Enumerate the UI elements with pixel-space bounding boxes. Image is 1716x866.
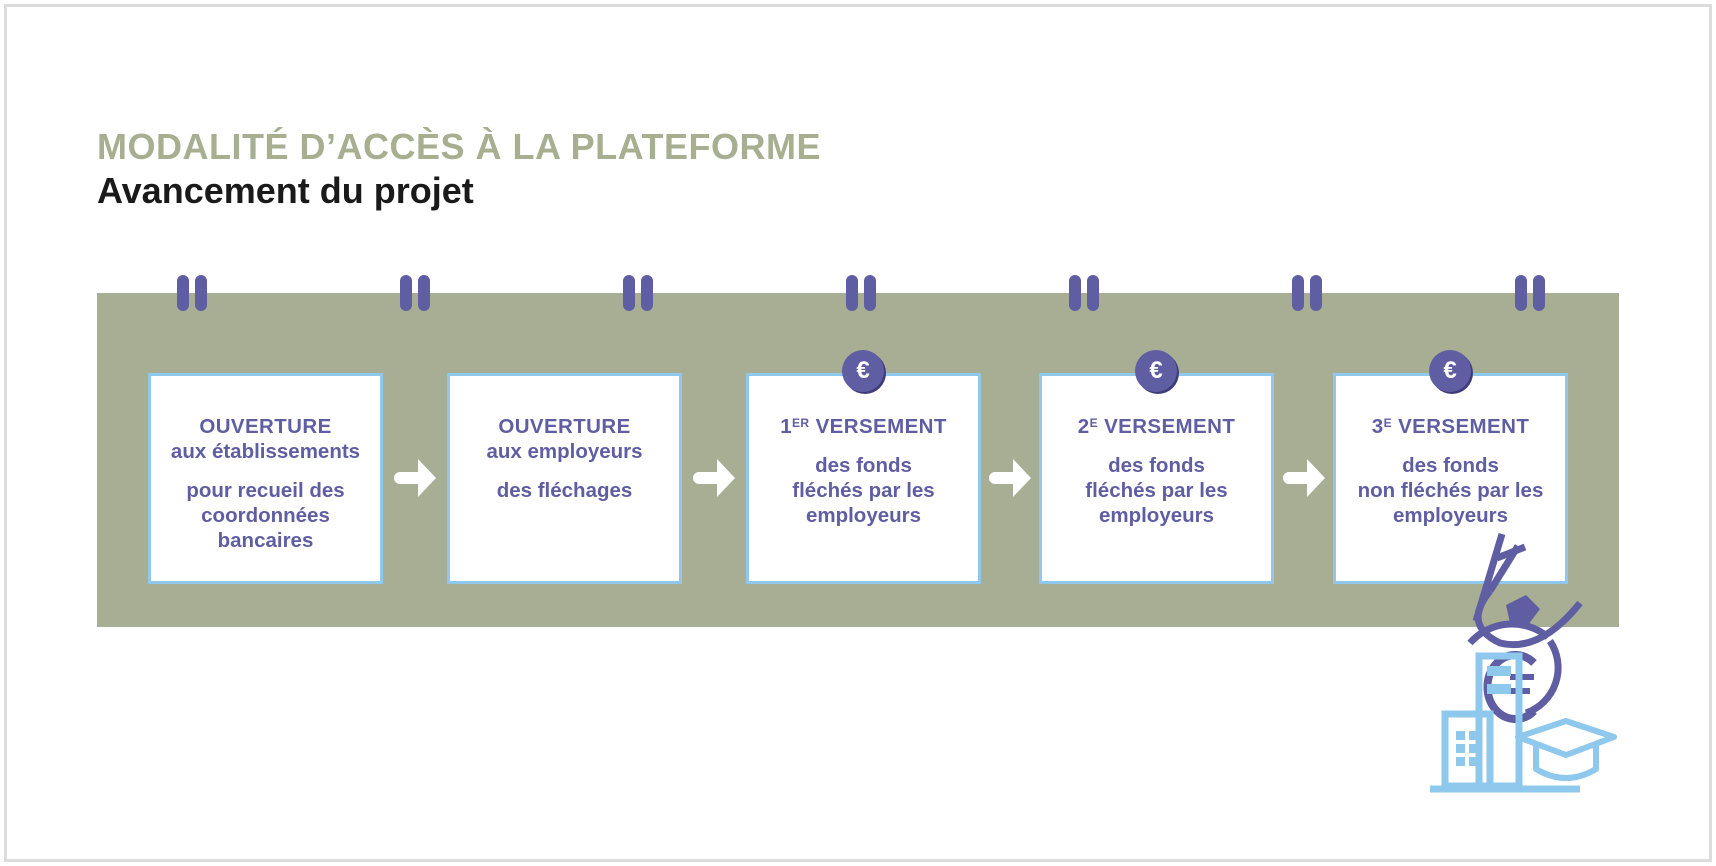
- binder-ring-icon: [1533, 275, 1545, 311]
- building-low: [1441, 710, 1494, 790]
- step-heading-ordinal: ER: [792, 416, 810, 430]
- step-heading-main: 1: [780, 415, 793, 438]
- step-description-line: pour recueil des: [186, 479, 345, 502]
- binder-ring-icon: [418, 275, 430, 311]
- euro-badge-icon: €: [842, 350, 884, 392]
- step-description-line: employeurs: [805, 504, 922, 527]
- step-heading-main: OUVERTURE: [498, 415, 631, 438]
- step-heading: OUVERTURE: [450, 414, 679, 439]
- step-subheading: aux employeurs: [486, 440, 643, 463]
- binder-ring-icon: [641, 275, 653, 311]
- binder-ring-icon: [195, 275, 207, 311]
- binder-ring-icon: [864, 275, 876, 311]
- step-subheading: aux établissements: [170, 440, 361, 463]
- step-heading: 3E VERSEMENT: [1336, 414, 1565, 439]
- step-heading-main: OUVERTURE: [199, 415, 332, 438]
- step-description-line: des fonds: [815, 454, 912, 477]
- page-title: MODALITÉ D’ACCÈS À LA PLATEFORME: [97, 126, 821, 167]
- step-heading-ordinal: E: [1383, 416, 1392, 430]
- step-description-line: des fonds: [1108, 454, 1205, 477]
- binder-ring-icon: [846, 275, 858, 311]
- binder-ring-icon: [1087, 275, 1099, 311]
- title-block: MODALITÉ D’ACCÈS À LA PLATEFORME Avancem…: [97, 125, 821, 213]
- step-heading-main: 3: [1371, 415, 1384, 438]
- binder-ring-icon: [400, 275, 412, 311]
- binder-ring-icon: [1069, 275, 1081, 311]
- person-head: [1506, 595, 1540, 625]
- euro-coin-arc: [1467, 620, 1551, 646]
- step-description-line: employeurs: [1392, 504, 1509, 527]
- step-description-line: employeurs: [1098, 504, 1215, 527]
- binder-ring-icon: [177, 275, 189, 311]
- graduation-cap-icon: [1515, 718, 1617, 781]
- step-description-line: non fléchés par les: [1357, 479, 1544, 502]
- binder-ring-icon: [623, 275, 635, 311]
- step-heading-ordinal: E: [1089, 416, 1098, 430]
- step-heading-rest: VERSEMENT: [809, 415, 947, 438]
- step-description-line: des fléchages: [496, 479, 633, 502]
- step-heading-rest: VERSEMENT: [1097, 415, 1236, 438]
- building-euro-graduate-illustration: [1430, 532, 1617, 793]
- step-description-line: coordonnées: [201, 504, 330, 527]
- arrow-right-icon: [1282, 459, 1325, 497]
- binder-ring-icon: [1310, 275, 1322, 311]
- person-euro-icon: [1467, 532, 1583, 723]
- binder-ring-icon: [1292, 275, 1304, 311]
- arrow-right-icon: [394, 459, 436, 497]
- building-windows: [1456, 666, 1511, 766]
- euro-badge-icon: €: [1135, 350, 1177, 392]
- person-body: [1474, 588, 1583, 649]
- arrow-right-icon: [989, 459, 1031, 497]
- euro-badge-icon: €: [1429, 350, 1471, 392]
- step-description-line: fléchés par les: [1085, 479, 1228, 502]
- arrow-right-icon: [693, 459, 735, 497]
- euro-coin-arc-right: [1524, 639, 1562, 717]
- step-description: des fléchages: [450, 478, 679, 503]
- step-heading-rest: VERSEMENT: [1391, 415, 1530, 438]
- step-description-line: bancaires: [217, 529, 314, 552]
- step-description-line: des fonds: [1402, 454, 1499, 477]
- person-arm-right-2: [1495, 543, 1527, 562]
- step-heading: OUVERTURE: [151, 414, 380, 439]
- step-description-line: fléchés par les: [792, 479, 935, 502]
- step-heading: 2E VERSEMENT: [1042, 414, 1271, 439]
- step-heading: 1ER VERSEMENT: [749, 414, 978, 439]
- page-subtitle: Avancement du projet: [97, 170, 474, 211]
- binder-ring-icon: [1515, 275, 1527, 311]
- building-icon: [1430, 652, 1580, 793]
- step-heading-main: 2: [1077, 415, 1090, 438]
